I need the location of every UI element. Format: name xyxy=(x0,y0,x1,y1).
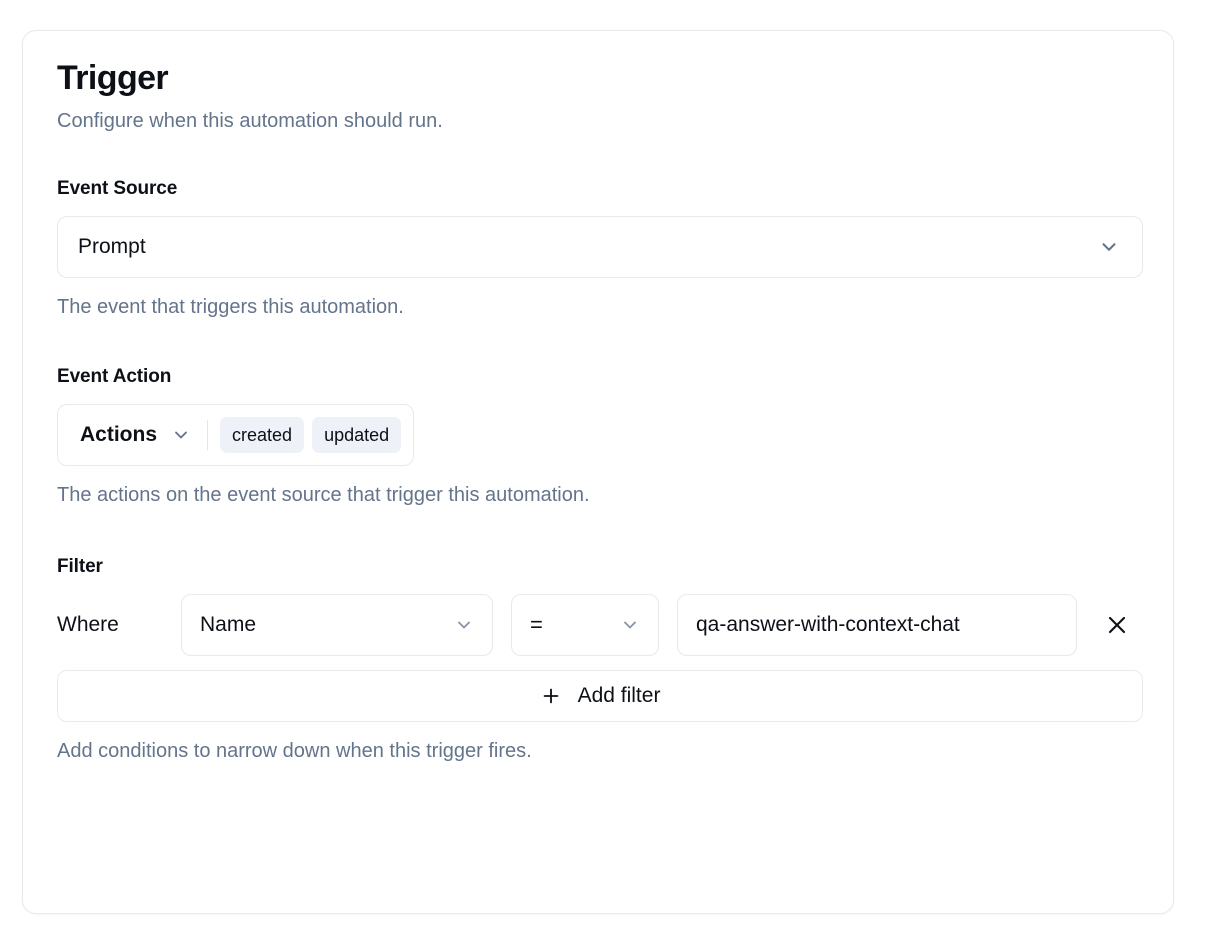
filter-help: Add conditions to narrow down when this … xyxy=(57,740,532,763)
filter-field: Filter Where Name = xyxy=(57,556,1143,764)
chevron-down-icon xyxy=(454,615,474,635)
filter-field-value: Name xyxy=(200,613,257,637)
filter-field-select[interactable]: Name xyxy=(181,594,493,657)
chevron-down-icon xyxy=(620,615,640,635)
trigger-card: Trigger Configure when this automation s… xyxy=(22,30,1174,914)
filter-row: Where Name = xyxy=(57,594,1139,657)
event-action-help: The actions on the event source that tri… xyxy=(57,484,590,507)
event-action-label: Event Action xyxy=(57,366,172,388)
event-source-help: The event that triggers this automation. xyxy=(57,296,404,319)
filter-operator-value: = xyxy=(530,612,543,638)
where-label: Where xyxy=(57,613,119,637)
chip-updated[interactable]: updated xyxy=(312,417,402,454)
event-source-select[interactable]: Prompt xyxy=(57,216,1143,279)
add-filter-button[interactable]: Add filter xyxy=(57,670,1143,723)
chevron-down-icon xyxy=(1098,236,1120,258)
filter-value-input[interactable] xyxy=(677,594,1077,657)
filter-label: Filter xyxy=(57,556,103,578)
event-source-value: Prompt xyxy=(78,235,146,259)
event-action-chips: created updated xyxy=(220,417,402,454)
chevron-down-icon xyxy=(171,425,191,445)
filter-operator-select[interactable]: = xyxy=(511,594,659,657)
page-subtitle: Configure when this automation should ru… xyxy=(57,110,443,133)
remove-filter-button[interactable] xyxy=(1091,599,1143,651)
event-action-dropdown-label: Actions xyxy=(80,423,158,447)
event-source-field: Event Source Prompt The event that trigg… xyxy=(57,178,1143,320)
close-icon xyxy=(1105,613,1129,637)
event-action-control: Actions created updated xyxy=(57,404,415,467)
plus-icon xyxy=(540,685,562,707)
divider xyxy=(207,420,209,451)
event-action-dropdown[interactable]: Actions xyxy=(80,423,205,447)
event-source-label: Event Source xyxy=(57,178,178,200)
chip-created[interactable]: created xyxy=(220,417,305,454)
event-action-field: Event Action Actions created updated The… xyxy=(57,366,1139,508)
page-title: Trigger xyxy=(57,59,169,97)
add-filter-label: Add filter xyxy=(577,684,661,708)
